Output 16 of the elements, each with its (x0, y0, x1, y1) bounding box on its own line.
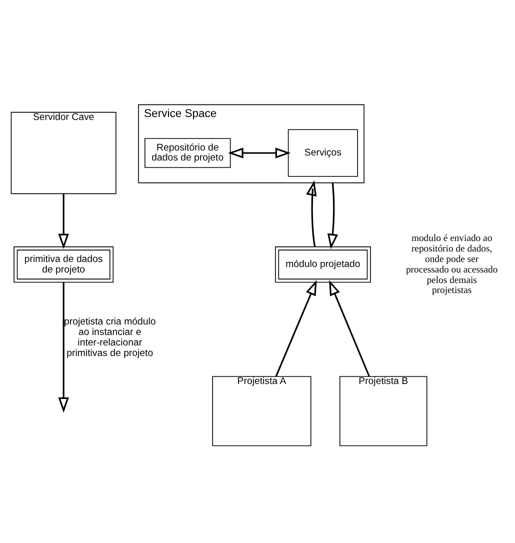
node-box: Serviços (288, 128, 358, 176)
arrow (58, 193, 69, 249)
node-box: módulo projetado (275, 246, 371, 282)
arrow (228, 147, 291, 158)
node-box: Projetista B (339, 376, 428, 446)
arrow (327, 182, 338, 249)
arrow (275, 280, 317, 376)
node-box: Repositório de dados de projeto (144, 138, 231, 168)
arrow (306, 180, 317, 246)
arrow (58, 282, 69, 412)
edge-label: projetista cria módulo ao instanciar e inter-relacionar primitivas de projeto (64, 316, 156, 359)
label: modulo é enviado ao repositório de dados, onde pode ser processado ou acessado pelos demais projetistas (406, 232, 498, 296)
node-box: Projetista A (212, 376, 312, 446)
node-box: primitiva de dados de projeto (14, 246, 114, 282)
node-box: Servidor Cave (10, 111, 116, 194)
arrow (329, 280, 370, 376)
